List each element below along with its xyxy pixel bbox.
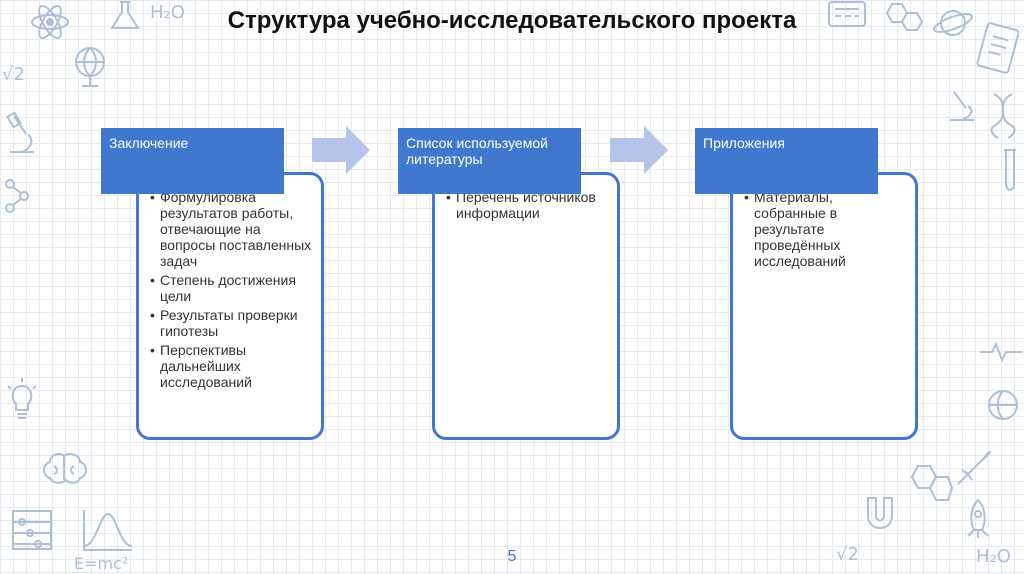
graph-icon [83, 510, 133, 551]
header-box-appendix: Приложения [695, 128, 878, 194]
planet-icon [933, 10, 973, 36]
content-box-conclusion: Формулировка результатов работы, отвечаю… [136, 172, 324, 440]
h2o-formula: H₂O [976, 546, 1011, 567]
list-item: Материалы, собранные в результате провед… [744, 189, 907, 269]
conclusion-list: Формулировка результатов работы, отвечаю… [150, 189, 313, 390]
rocket-icon [967, 498, 989, 538]
microscope-icon [6, 112, 34, 153]
magnet-icon [867, 497, 893, 529]
header-box-conclusion: Заключение [101, 128, 284, 194]
content-box-appendix: Материалы, собранные в результате провед… [730, 172, 918, 440]
h2o-formula: H₂O [150, 2, 185, 23]
header-box-literature: Список используемой литературы [398, 128, 581, 194]
list-item: Степень достижения цели [150, 272, 313, 304]
content-box-literature: Перечень источников информации [432, 172, 620, 440]
header-label: Приложения [703, 135, 785, 151]
appendix-list: Материалы, собранные в результате провед… [744, 189, 907, 269]
flask-icon [110, 1, 140, 29]
page-number: 5 [507, 548, 517, 565]
atom-icon [31, 5, 69, 39]
calculator-icon [828, 1, 866, 27]
molecule-icon [885, 3, 924, 31]
list-item: Перспективы дальнейших исследований [150, 342, 313, 390]
list-item: Формулировка результатов работы, отвечаю… [150, 189, 313, 269]
dna-icon [990, 93, 1016, 139]
molecule-icon [5, 179, 29, 213]
globe-icon [75, 47, 105, 87]
rocket-icon [957, 450, 992, 485]
lightbulb-icon [7, 378, 37, 419]
emc2-formula: E=mc² [74, 554, 129, 573]
test-tube-icon [1004, 149, 1016, 191]
book-icon [976, 22, 1020, 74]
abacus-icon [12, 510, 52, 550]
header-label: Список используемой литературы [406, 135, 548, 167]
header-label: Заключение [109, 135, 189, 151]
pulse-icon [980, 341, 1022, 363]
slide-title: Структура учебно-исследовательского прое… [227, 7, 797, 34]
molecule-icon [910, 465, 954, 501]
arrow-right-icon [312, 126, 370, 174]
list-item: Результаты проверки гипотезы [150, 307, 313, 339]
arrow-right-icon [610, 126, 668, 174]
planet-icon [988, 390, 1018, 420]
sqrt-formula: √2 [836, 544, 859, 565]
sqrt-formula: √2 [2, 64, 25, 85]
brain-icon [43, 453, 87, 484]
microscope-icon [950, 91, 974, 121]
